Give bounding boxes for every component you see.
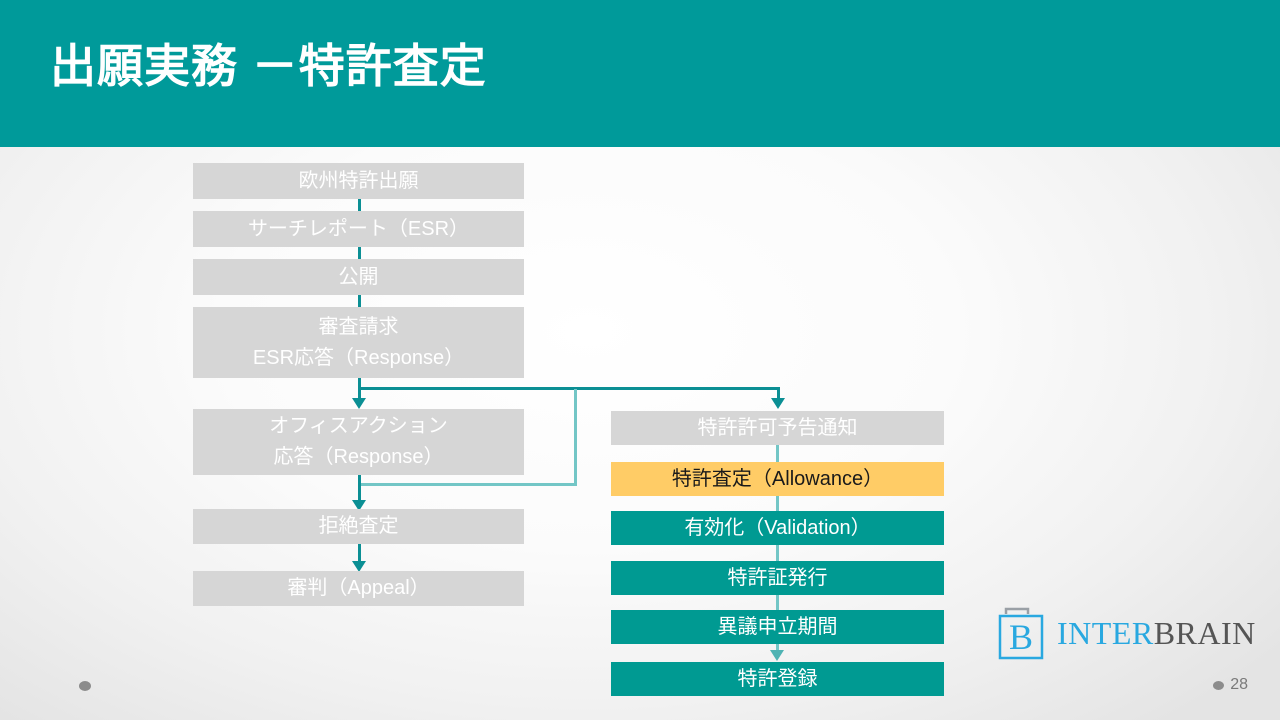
flow-node-label-line1: 審査請求 (318, 315, 399, 338)
arrowhead-to-refusal (352, 500, 366, 511)
flow-node-label: 拒絶査定 (318, 515, 399, 537)
connector-validation-to-certificate (776, 544, 779, 561)
connector-bus-down-left (358, 387, 361, 403)
brand-word-inter: INTER (1057, 614, 1154, 651)
connector-refusal-to-appeal (358, 543, 361, 567)
flow-node-allowance[interactable]: 特許査定（Allowance） (611, 462, 944, 496)
flow-node-notice-of-intent-to-grant[interactable]: 特許許可予告通知 (611, 411, 944, 445)
page-number: 28 (1230, 676, 1248, 693)
flow-node-label: 特許証発行 (727, 566, 828, 589)
connector-bus-down-right (777, 387, 780, 403)
flow-node-patent-registration[interactable]: 特許登録 (611, 662, 944, 696)
connector-app-to-esr (358, 199, 361, 213)
header-band (0, 0, 1280, 147)
arrowhead-to-appeal (352, 561, 366, 572)
brand-logo-wordmark: INTERBRAIN (1057, 615, 1256, 652)
flow-node-label-line1: オフィスアクション (269, 415, 448, 437)
flow-node-label: 欧州特許出願 (298, 169, 419, 192)
connector-allowance-to-validation (776, 495, 779, 511)
interbrain-b-mark-icon: B (995, 605, 1049, 661)
flow-node-label: 異議申立期間 (717, 615, 838, 638)
flow-node-refusal-decision[interactable]: 拒絶査定 (193, 509, 524, 544)
arrowhead-to-notice-of-intent (771, 398, 785, 409)
page-number-group: 28 (1213, 676, 1248, 694)
connector-notice-to-allowance (776, 445, 779, 463)
flow-node-european-patent-application[interactable]: 欧州特許出願 (193, 163, 524, 199)
flow-node-label: 特許許可予告通知 (697, 416, 858, 439)
connector-office-action-to-refusal (358, 475, 361, 507)
flow-node-office-action[interactable]: オフィスアクション 応答（Response） (193, 409, 524, 475)
arrowhead-to-office-action (352, 398, 366, 409)
connector-loop-vertical (574, 389, 577, 485)
page-number-bullet-dot (1213, 680, 1225, 690)
flow-node-label-line2: 応答（Response） (273, 446, 444, 468)
flow-node-label: 特許査定（Allowance） (671, 467, 884, 490)
brand-word-brain: BRAIN (1153, 614, 1256, 651)
flow-node-examination-request[interactable]: 審査請求 ESR応答（Response） (193, 307, 524, 378)
flow-node-validation[interactable]: 有効化（Validation） (611, 511, 944, 545)
connector-branch-bus (358, 387, 780, 390)
connector-certificate-to-opposition (776, 594, 779, 610)
flow-node-label: サーチレポート（ESR） (247, 217, 470, 240)
flow-node-label: 審判（Appeal） (287, 577, 430, 599)
flow-node-publication[interactable]: 公開 (193, 259, 524, 295)
connector-esr-to-publication (358, 247, 361, 261)
connector-exam-to-bus (358, 378, 361, 390)
flow-node-patent-certificate-issued[interactable]: 特許証発行 (611, 561, 944, 595)
brand-logo: B INTERBRAIN (995, 605, 1256, 661)
flow-node-label: 特許登録 (737, 667, 818, 690)
svg-text:B: B (1009, 617, 1033, 657)
arrowhead-to-registration (770, 650, 784, 661)
connector-publication-to-exam (358, 295, 361, 309)
flow-node-appeal[interactable]: 審判（Appeal） (193, 571, 524, 606)
flow-node-label-line2: ESR応答（Response） (252, 346, 465, 369)
flow-node-label: 公開 (338, 265, 379, 288)
connector-loop-horizontal (358, 483, 577, 486)
flow-node-opposition-period[interactable]: 異議申立期間 (611, 610, 944, 644)
page-title: 出願実務 －特許査定 (50, 40, 487, 92)
footer-bullet-dot (79, 681, 91, 691)
flow-node-label: 有効化（Validation） (684, 516, 871, 539)
flow-node-search-report-esr[interactable]: サーチレポート（ESR） (193, 211, 524, 247)
